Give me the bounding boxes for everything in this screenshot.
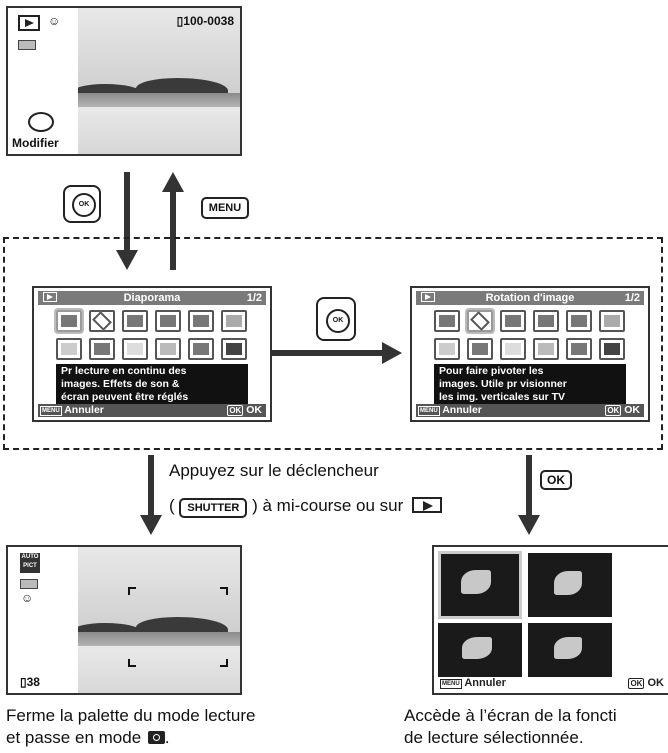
menu-footer: MENU Annuler OK OK <box>38 404 266 417</box>
battery-icon <box>20 579 38 589</box>
redeye-icon <box>533 338 559 360</box>
slideshow-icon <box>56 310 82 332</box>
caption-left-line2: et passe en mode . <box>6 727 170 749</box>
rotate-icon <box>89 310 115 332</box>
frame-icon <box>566 310 592 332</box>
menu-header: Rotation d'image 1/2 <box>416 291 644 305</box>
face-icon: ☺ <box>48 14 60 28</box>
file-number: ▯100-0038 <box>177 14 234 28</box>
menu-screen-rotation: Rotation d'image 1/2 Pour faire pivoter … <box>410 286 650 422</box>
four-way-dial-button: OK <box>316 297 356 341</box>
filter-icon <box>500 310 526 332</box>
resize-icon <box>599 310 625 332</box>
screen-footer: MENU Annuler OK OK <box>438 677 664 690</box>
rotation-thumb-0 <box>438 551 522 619</box>
arrow-down-to-function <box>526 455 532 517</box>
auto-pict-badge: AUTO PICT <box>20 553 40 573</box>
effects-icon <box>533 310 559 332</box>
crop-icon <box>221 338 247 360</box>
face-icon: ☺ <box>21 591 33 605</box>
arrow-right-to-rotation <box>272 350 384 356</box>
memo-icon <box>56 338 82 360</box>
playback-icon <box>412 497 442 513</box>
arrowhead-up <box>162 172 184 192</box>
four-way-dial-icon: OK <box>326 309 350 333</box>
focus-frame <box>128 587 228 667</box>
shot-counter: ▯38 <box>20 675 40 689</box>
memory-icon: ▯ <box>20 675 27 689</box>
edit-icon <box>28 112 54 132</box>
menu-footer: MENU Annuler OK OK <box>416 404 644 417</box>
dpof-icon <box>188 338 214 360</box>
modifier-label: Modifier <box>12 136 59 150</box>
arrowhead-right <box>382 342 402 364</box>
menu-description: Pr lecture en continu des images. Effets… <box>56 364 248 406</box>
slideshow-icon <box>434 310 460 332</box>
copy-icon <box>122 338 148 360</box>
camera-icon <box>148 731 165 744</box>
crop-icon <box>599 338 625 360</box>
menu-header: Diaporama 1/2 <box>38 291 266 305</box>
filter-icon <box>122 310 148 332</box>
redeye-icon <box>155 338 181 360</box>
resize-icon <box>221 310 247 332</box>
top-playback-screen: ☺ Modifier ▯100-0038 <box>6 6 242 156</box>
arrow-down-to-capture <box>148 455 154 517</box>
frame-icon <box>188 310 214 332</box>
battery-icon <box>18 40 36 50</box>
caption-left-line1: Ferme la palette du mode lecture <box>6 705 255 727</box>
caption-right-line2: de lecture sélectionnée. <box>404 727 584 749</box>
rotation-select-screen: MENU Annuler OK OK <box>432 545 668 695</box>
arrowhead-down <box>140 515 162 535</box>
ok-button: OK <box>540 470 572 490</box>
memo-icon <box>434 338 460 360</box>
menu-button: MENU <box>201 197 249 219</box>
arrowhead-down <box>518 515 540 535</box>
rotation-thumb-270 <box>528 623 612 677</box>
ok-dial-icon: OK <box>72 193 96 217</box>
instruction-line1: Appuyez sur le déclencheur <box>169 460 379 482</box>
caption-right-line1: Accède à l’écran de la foncti <box>404 705 617 727</box>
menu-screen-diaporama: Diaporama 1/2 Pr lecture en continu des … <box>32 286 272 422</box>
copy-icon <box>500 338 526 360</box>
menu-description: Pour faire pivoter les images. Utile pr … <box>434 364 626 406</box>
instruction-line2: ( SHUTTER ) à mi-course ou sur <box>169 496 442 520</box>
ok-dial-button: OK <box>63 185 101 223</box>
protect-icon <box>89 338 115 360</box>
shutter-button: SHUTTER <box>179 498 247 518</box>
effects-icon <box>155 310 181 332</box>
capture-screen: AUTO PICT ☺ ▯38 <box>6 545 242 695</box>
rotation-thumb-180 <box>438 623 522 677</box>
dpof-icon <box>566 338 592 360</box>
rotate-icon <box>467 310 493 332</box>
rotation-thumb-90 <box>528 553 612 617</box>
playback-icon <box>18 15 40 31</box>
protect-icon <box>467 338 493 360</box>
